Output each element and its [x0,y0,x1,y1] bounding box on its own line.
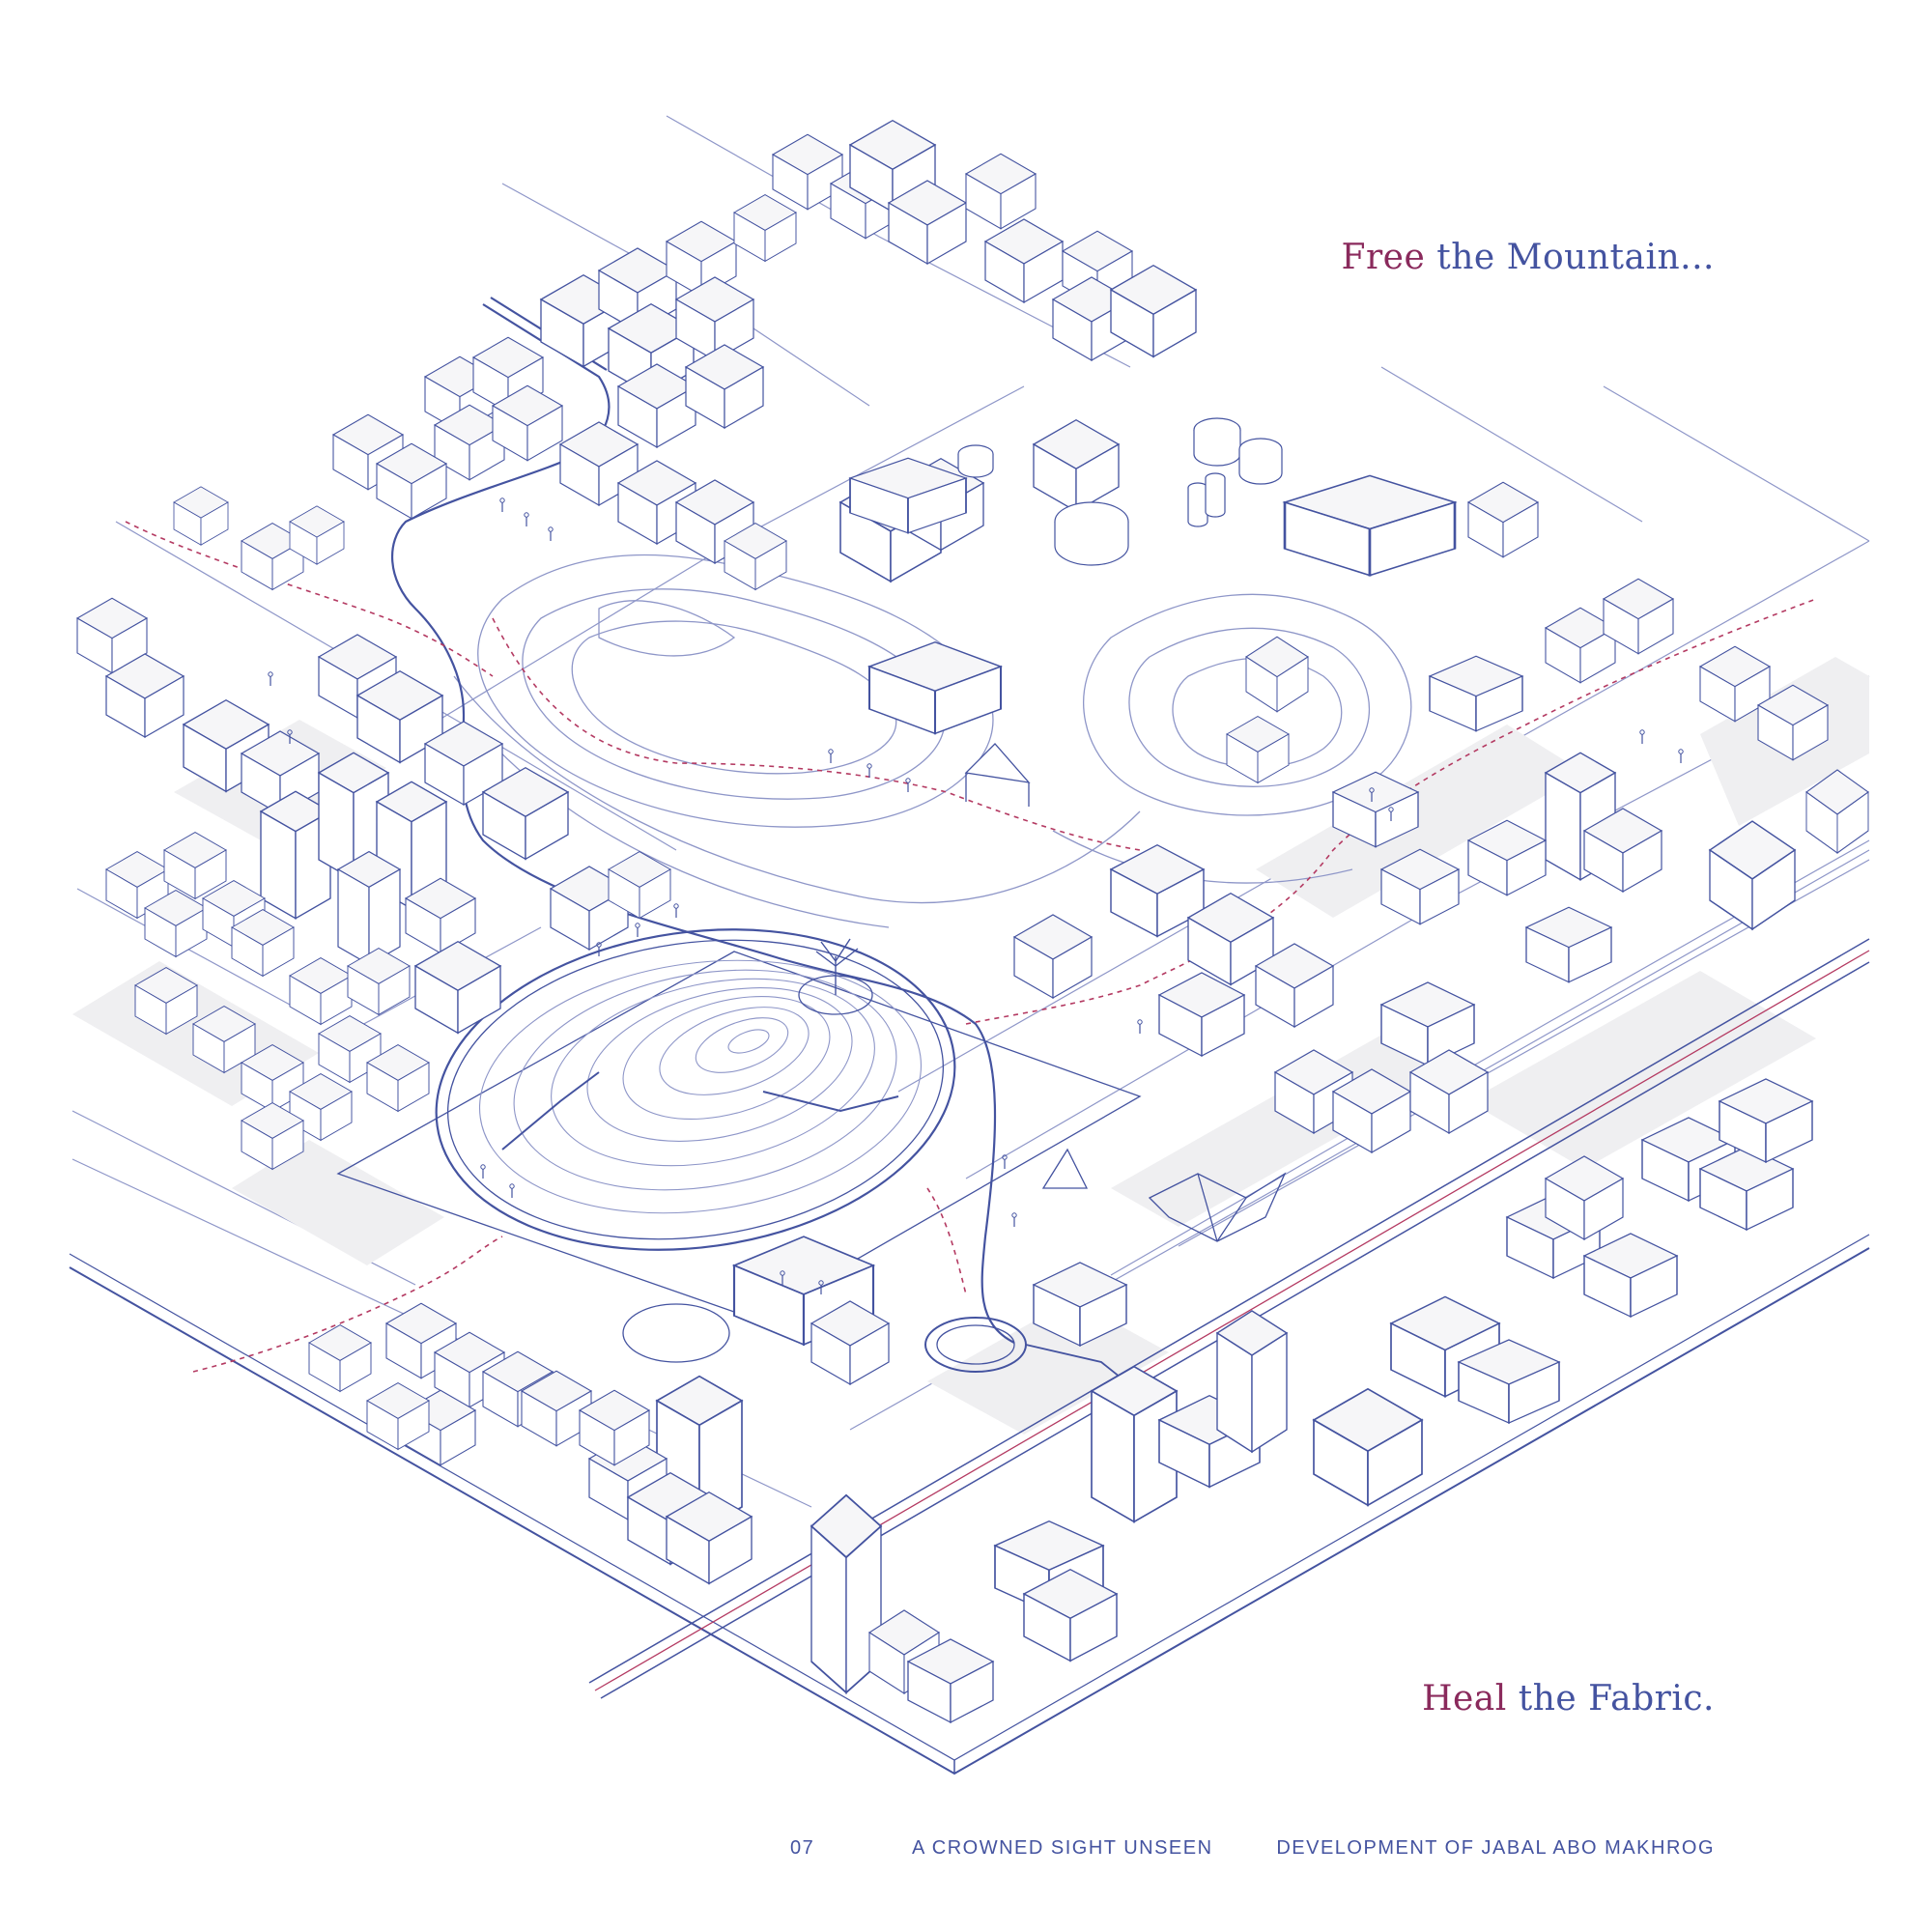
footer-project-title: A CROWNED SIGHT UNSEEN [912,1837,1213,1859]
heading-top-rest: the Mountain... [1425,238,1715,277]
heading-free-the-mountain: Free the Mountain... [1341,238,1715,277]
heading-top-accent: Free [1341,238,1426,277]
tensile-canopy [1148,1172,1287,1242]
dashed-pedestrian-route [125,521,1817,1373]
heading-heal-the-fabric: Heal the Fabric. [1422,1679,1715,1719]
storage-tanks [957,417,1283,566]
jabal-ring-park [336,928,1142,1363]
cone-pavilion [964,743,1089,1189]
footer-project-subtitle: DEVELOPMENT OF JABAL ABO MAKHROG [1276,1837,1715,1859]
footer-page-number: 07 [790,1837,815,1859]
heading-bottom-rest: the Fabric. [1506,1679,1715,1719]
heading-bottom-accent: Heal [1422,1679,1507,1719]
